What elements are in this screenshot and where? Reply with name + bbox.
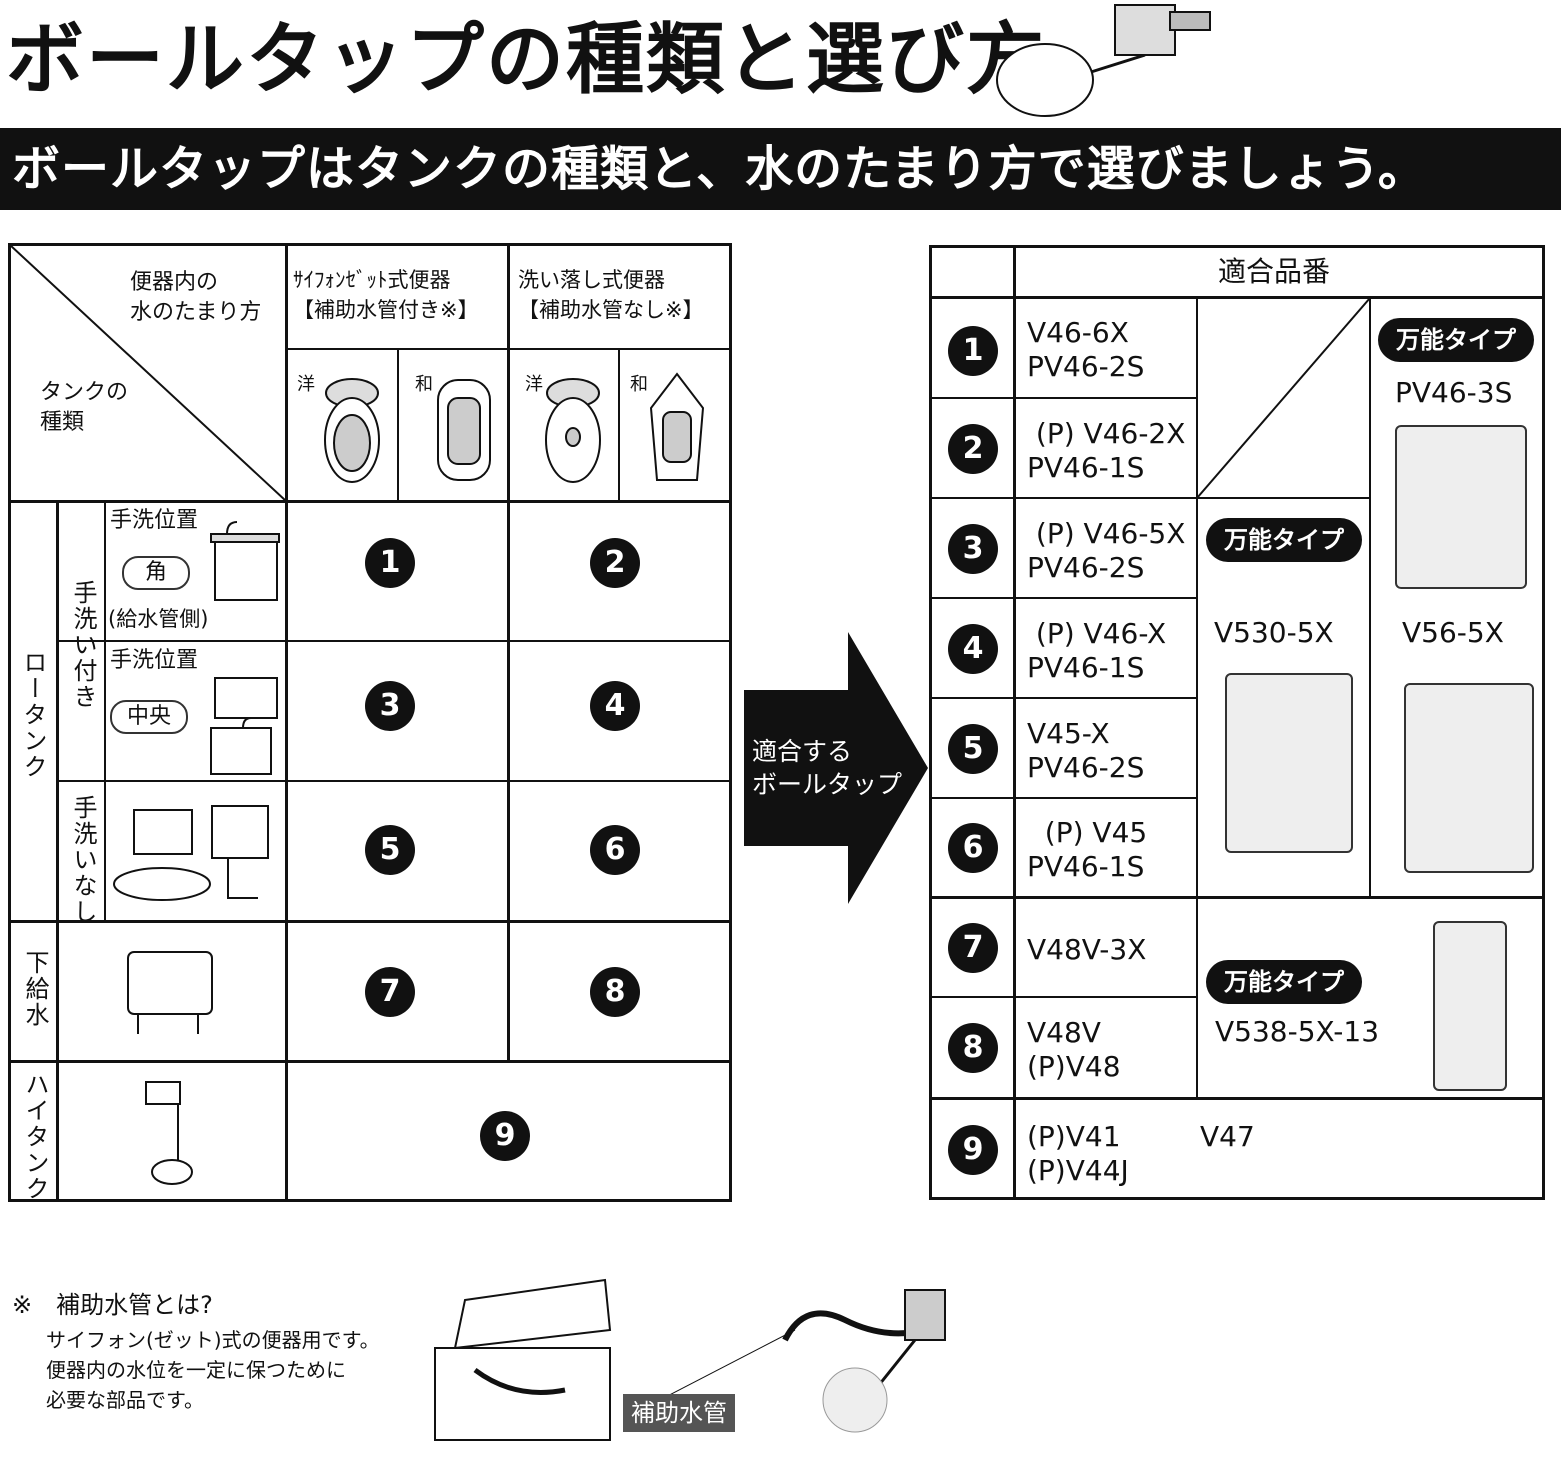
- number-badge: 1: [365, 538, 415, 588]
- number-badge: 9: [480, 1111, 530, 1161]
- universal-type-badge: 万能タイプ: [1378, 318, 1534, 362]
- compatible-models-header: 適合品番: [1218, 255, 1331, 288]
- model-v56-5x: V56-5X: [1402, 616, 1504, 649]
- washdown-toilet-header: 洗い落し式便器 【補助水管なし※】: [518, 268, 704, 322]
- model-cell: (P) V46-2X PV46-1S: [1027, 417, 1186, 484]
- ball-tap-illustration: [996, 4, 1211, 117]
- model-cell: (P) V46-5X PV46-2S: [1027, 517, 1186, 584]
- wash-position-label: 手洗位置: [110, 648, 199, 673]
- number-badge: 5: [365, 825, 415, 875]
- model-v538-5x-13: V538-5X-13: [1215, 1015, 1380, 1048]
- japanese-toilet-icon: [437, 379, 491, 481]
- na-diagonal: [1197, 298, 1370, 498]
- model-cell: (P) V45 PV46-1S: [1027, 816, 1148, 883]
- v538-package-image: [1433, 921, 1507, 1091]
- wash-position-label: 手洗位置: [110, 508, 199, 533]
- model-cell: (P)V41 (P)V44J: [1027, 1120, 1129, 1187]
- number-badge: 3: [365, 681, 415, 731]
- model-cell: V46-6X PV46-2S: [1027, 316, 1145, 383]
- model-cell-v47: V47: [1200, 1120, 1255, 1153]
- number-badge: 5: [948, 724, 998, 774]
- siphon-toilet-header: ｻｲﾌｫﾝｾﾞｯﾄ式便器 【補助水管付き※】: [293, 268, 479, 322]
- number-badge: 9: [948, 1125, 998, 1175]
- lower-supply-tank-icon: [127, 951, 213, 1034]
- low-tank-label: ロータンク: [19, 650, 47, 780]
- number-badge: 2: [590, 538, 640, 588]
- pv46-3s-package-image: [1395, 425, 1527, 589]
- japanese-label-2: 和: [630, 374, 648, 395]
- supply-side-label: (給水管側): [108, 607, 209, 631]
- western-label-1: 洋: [297, 374, 315, 395]
- high-tank-label: ハイタンク: [21, 1072, 49, 1202]
- refill-tube-illustration: [434, 1278, 946, 1441]
- number-badge: 1: [948, 326, 998, 376]
- high-tank-icon: [145, 1081, 193, 1185]
- japanese-toilet-icon: [649, 372, 705, 481]
- water-retention-label: 便器内の 水のたまり方: [130, 270, 262, 325]
- model-cell: V45-X PV46-2S: [1027, 717, 1145, 784]
- universal-type-badge: 万能タイプ: [1206, 960, 1362, 1004]
- model-pv46-3s: PV46-3S: [1395, 376, 1513, 409]
- tank-type-label: タンクの 種類: [40, 380, 129, 435]
- number-badge: 8: [590, 967, 640, 1017]
- low-tank-toilet-icon: [113, 805, 269, 901]
- model-cell: V48V (P)V48: [1027, 1016, 1121, 1083]
- western-toilet-icon: [545, 378, 601, 483]
- corner-position-label: 角: [122, 556, 190, 590]
- model-v530-5x: V530-5X: [1214, 616, 1334, 649]
- number-badge: 2: [948, 424, 998, 474]
- v530-package-image: [1225, 673, 1353, 853]
- model-cell: (P) V46-X PV46-1S: [1027, 617, 1167, 684]
- model-cell: V48V-3X: [1027, 933, 1147, 966]
- refill-tube-label: 補助水管: [623, 1394, 735, 1432]
- without-hand-wash-label: 手洗いなし: [69, 795, 97, 925]
- number-badge: 3: [948, 524, 998, 574]
- number-badge: 6: [948, 823, 998, 873]
- number-badge: 4: [948, 624, 998, 674]
- number-badge: 7: [948, 923, 998, 973]
- western-toilet-icon: [324, 378, 380, 483]
- with-hand-wash-label: 手洗い付き: [69, 580, 97, 710]
- corner-tank-icon: [210, 521, 280, 601]
- lower-supply-label: 下給水: [21, 950, 49, 1028]
- western-label-2: 洋: [525, 374, 543, 395]
- number-badge: 7: [365, 967, 415, 1017]
- v56-package-image: [1404, 683, 1534, 873]
- japanese-label-1: 和: [415, 374, 433, 395]
- center-position-label: 中央: [110, 700, 188, 734]
- page-title: ボールタップの種類と選び方: [6, 15, 1047, 105]
- number-badge: 4: [590, 681, 640, 731]
- universal-type-badge: 万能タイプ: [1206, 518, 1362, 562]
- number-badge: 8: [948, 1023, 998, 1073]
- note-title: ※ 補助水管とは?: [12, 1291, 213, 1319]
- arrow-label: 適合する ボールタップ: [752, 737, 903, 799]
- corner-diagonal: [10, 245, 286, 501]
- number-badge: 6: [590, 825, 640, 875]
- instruction-banner: ボールタップはタンクの種類と、水のたまり方で選びましょう。: [0, 128, 1561, 210]
- center-tank-icon: [210, 677, 278, 775]
- right-arrow-icon: [744, 632, 928, 904]
- note-body: サイフォン(ゼット)式の便器用です。 便器内の水位を一定に保つために 必要な部品…: [46, 1328, 380, 1412]
